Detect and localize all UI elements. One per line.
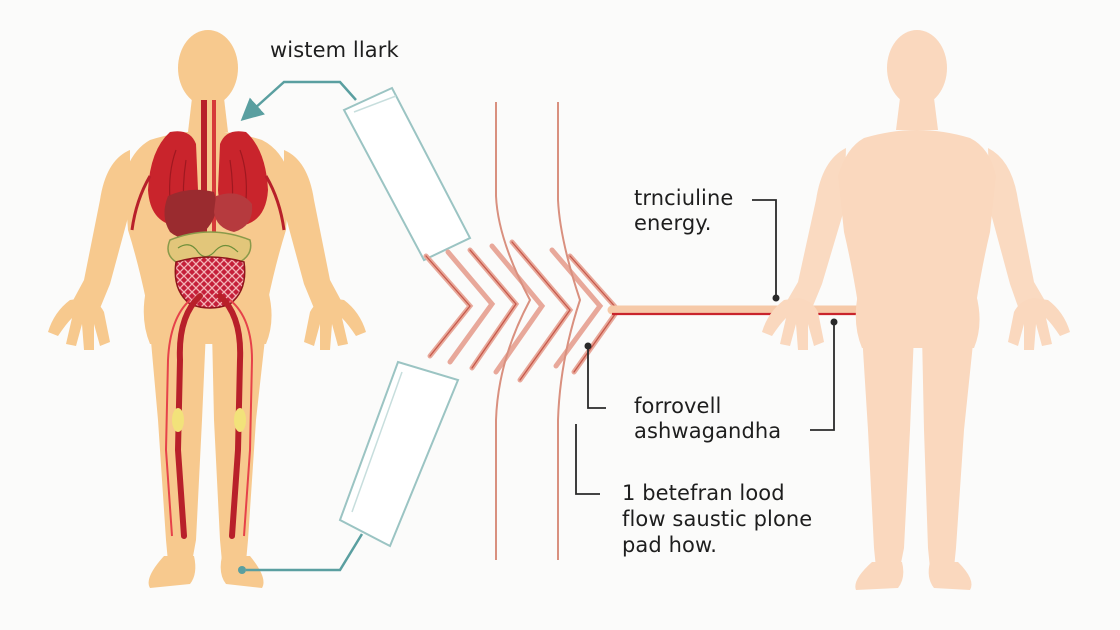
label-energy: trnciuline energy. xyxy=(634,186,733,236)
leader-ashwagandha xyxy=(810,322,835,431)
label-ashwagandha-line1: forrovell xyxy=(634,394,722,418)
label-top-left: wistem llark xyxy=(270,38,399,63)
label-blood-flow-line1: 1 betefran lood xyxy=(622,481,785,505)
label-ashwagandha: forrovell ashwagandha xyxy=(634,394,781,444)
lower-intestine xyxy=(174,256,246,309)
connector-bottom-line xyxy=(246,533,364,572)
leader-energy xyxy=(752,199,777,298)
right-hand xyxy=(304,298,366,350)
vertical-strands xyxy=(495,102,582,560)
label-energy-line1: trnciuline xyxy=(634,186,734,210)
tube-connector xyxy=(338,86,472,548)
teal-connectors xyxy=(238,80,364,574)
label-blood-flow-line3: pad how. xyxy=(622,533,718,557)
stomach xyxy=(214,193,253,232)
leader-blood-flow xyxy=(575,424,600,495)
leader-forrovell xyxy=(587,346,606,409)
liver xyxy=(164,189,217,238)
left-body-figure xyxy=(48,30,366,588)
label-ashwagandha-line2: ashwagandha xyxy=(634,419,782,443)
right-body-silhouette xyxy=(762,30,1070,590)
connector-top-arrow xyxy=(240,80,357,122)
label-blood-flow: 1 betefran lood flow saustic plone pad h… xyxy=(622,480,812,558)
label-blood-flow-line2: flow saustic plone xyxy=(622,507,813,531)
leg-arteries xyxy=(174,293,244,539)
fiber-bundle xyxy=(423,239,622,383)
left-head xyxy=(178,30,238,106)
leader-lines xyxy=(575,199,838,495)
left-foot xyxy=(148,556,196,588)
label-top-left-text: wistem llark xyxy=(270,38,399,62)
label-energy-line2: energy. xyxy=(634,211,712,235)
left-hand xyxy=(48,298,110,350)
